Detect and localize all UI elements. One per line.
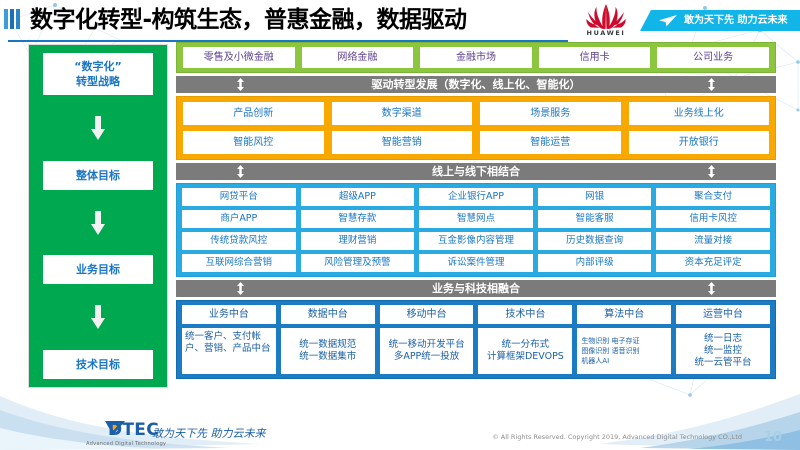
driver-item[interactable]: 智能运营 [480, 131, 621, 154]
double-arrow-icon [708, 165, 715, 178]
applications-row: 商户APP 智慧存款 智慧网点 智能客服 信用卡风控 [182, 210, 770, 228]
application-item[interactable]: 网贷平台 [182, 188, 296, 206]
huawei-wordmark: HUAWEI [586, 29, 626, 37]
platform-detail: 生物识别 电子存证 图像识别 语音识别 机器人AI [577, 328, 672, 374]
architecture-diagram: “数字化” 转型战略 整体目标 业务目标 技术目标 零售及小微金融 网络金融 金… [0, 42, 800, 400]
application-item[interactable]: 聚合支付 [656, 188, 770, 206]
driver-item[interactable]: 智能风控 [183, 131, 324, 154]
slide-header: 数字化转型-构筑生态，普惠金融，数据驱动 HUAWEI 敢为天下先 助力云未来 [0, 0, 800, 42]
application-item[interactable]: 历史数据查询 [537, 232, 652, 250]
platform-column: 数据中台 统一数据规范 统一数据集市 [280, 305, 375, 374]
platform-detail: 统一分布式 计算框架DEVOPS [478, 328, 573, 374]
application-item[interactable]: 智能客服 [537, 210, 652, 228]
double-arrow-icon [237, 78, 244, 91]
drivers-row: 智能风控 智能营销 智能运营 开放银行 [183, 131, 769, 154]
transformation-drivers-band: 产品创新 数字渠道 场景服务 业务线上化 智能风控 智能营销 智能运营 开放银行 [176, 96, 776, 160]
platform-column: 业务中台 统一客户、支付帐户、营销、产品中台 [182, 305, 276, 374]
application-item[interactable]: 信用卡风控 [656, 210, 770, 228]
slogan-text: 敢为天下先 助力云未来 [684, 15, 788, 26]
page-title: 数字化转型-构筑生态，普惠金融，数据驱动 [30, 7, 467, 33]
application-item[interactable]: 互联网综合营销 [182, 254, 296, 272]
strategy-item-2[interactable]: 业务目标 [43, 255, 153, 285]
connector-label: 线上与线下相结合 [432, 165, 520, 178]
title-underline [8, 40, 568, 42]
slogan-banner: 敢为天下先 助力云未来 [640, 10, 800, 31]
down-arrow-icon [91, 284, 105, 350]
footer-slogan: 敢为天下先 助力云未来 [152, 427, 266, 440]
driver-item[interactable]: 智能营销 [331, 131, 472, 154]
applications-row: 网贷平台 超级APP 企业银行APP 网银 聚合支付 [182, 188, 770, 206]
dtec-tagline: Advanced Digital Technology [86, 441, 167, 447]
application-item[interactable]: 流量对接 [656, 232, 770, 250]
driver-item[interactable]: 业务线上化 [628, 102, 769, 125]
platform-column: 移动中台 统一移动开发平台 多APP统一投放 [379, 305, 474, 374]
double-arrow-icon [708, 282, 715, 295]
driver-item[interactable]: 数字渠道 [331, 102, 472, 125]
platform-title[interactable]: 数据中台 [280, 305, 375, 324]
application-item[interactable]: 诉讼案件管理 [419, 254, 533, 272]
application-item[interactable]: 互金影像内容管理 [419, 232, 533, 250]
application-item[interactable]: 资本充足评定 [656, 254, 770, 272]
strategy-column: “数字化” 转型战略 整体目标 业务目标 技术目标 [28, 44, 168, 388]
strategy-item-1[interactable]: 整体目标 [43, 160, 153, 190]
application-item[interactable]: 理财营销 [300, 232, 415, 250]
huawei-logo: HUAWEI [578, 2, 634, 40]
application-item[interactable]: 网银 [537, 188, 652, 206]
platform-column: 运营中台 统一日志 统一监控 统一云管平台 [676, 305, 770, 374]
application-item[interactable]: 智慧存款 [300, 210, 415, 228]
driver-item[interactable]: 产品创新 [183, 102, 324, 125]
double-arrow-icon [237, 165, 244, 178]
platform-title[interactable]: 技术中台 [478, 305, 573, 324]
connector-bar-applications: 线上与线下相结合 [176, 163, 776, 180]
platforms-band: 业务中台 统一客户、支付帐户、营销、产品中台 数据中台 统一数据规范 统一数据集… [176, 300, 776, 379]
page-number: 10 [763, 430, 782, 445]
applications-row: 互联网综合营销 风险管理及预警 诉讼案件管理 内部评级 资本充足评定 [182, 254, 770, 272]
strategy-item-0[interactable]: “数字化” 转型战略 [43, 53, 153, 95]
driver-item[interactable]: 场景服务 [480, 102, 621, 125]
connector-bar-drivers: 驱动转型发展（数字化、线上化、智能化） [176, 76, 776, 93]
platform-detail: 统一移动开发平台 多APP统一投放 [379, 328, 474, 374]
business-line-item[interactable]: 网络金融 [301, 47, 414, 68]
double-arrow-icon [237, 282, 244, 295]
connector-label: 驱动转型发展（数字化、线上化、智能化） [371, 78, 581, 91]
business-line-item[interactable]: 金融市场 [420, 47, 532, 68]
platform-title[interactable]: 运营中台 [676, 305, 770, 324]
header-bars-decoration [4, 9, 26, 29]
drivers-row: 产品创新 数字渠道 场景服务 业务线上化 [183, 102, 769, 125]
application-item[interactable]: 商户APP [182, 210, 296, 228]
huawei-flower-icon [586, 4, 626, 29]
down-arrow-icon [91, 190, 105, 256]
applications-band: 网贷平台 超级APP 企业银行APP 网银 聚合支付 商户APP 智慧存款 智慧… [176, 183, 776, 277]
connector-label: 业务与科技相融合 [432, 282, 520, 295]
platform-detail: 统一数据规范 统一数据集市 [280, 328, 375, 374]
application-item[interactable]: 智慧网点 [419, 210, 533, 228]
business-line-item[interactable]: 信用卡 [538, 47, 651, 68]
business-line-item[interactable]: 零售及小微金融 [183, 47, 295, 68]
platform-column: 算法中台 生物识别 电子存证 图像识别 语音识别 机器人AI [577, 305, 672, 374]
bands-stack: 零售及小微金融 网络金融 金融市场 信用卡 公司业务 驱动转型发展（数字化、线上… [176, 42, 776, 379]
business-line-item[interactable]: 公司业务 [657, 47, 769, 68]
slide-footer: DTEC Advanced Digital Technology 敢为天下先 助… [0, 400, 800, 450]
platform-title[interactable]: 业务中台 [182, 305, 276, 324]
applications-row: 传统贷款风控 理财营销 互金影像内容管理 历史数据查询 流量对接 [182, 232, 770, 250]
copyright-text: © All Rights Reserved. Copyright 2019, A… [492, 433, 742, 441]
platform-title[interactable]: 移动中台 [379, 305, 474, 324]
application-item[interactable]: 内部评级 [537, 254, 652, 272]
platform-column: 技术中台 统一分布式 计算框架DEVOPS [478, 305, 573, 374]
application-item[interactable]: 传统贷款风控 [182, 232, 296, 250]
application-item[interactable]: 企业银行APP [419, 188, 533, 206]
platform-detail: 统一日志 统一监控 统一云管平台 [676, 328, 770, 374]
down-arrow-icon [91, 95, 105, 161]
application-item[interactable]: 风险管理及预警 [300, 254, 415, 272]
strategy-item-3[interactable]: 技术目标 [43, 350, 153, 380]
platform-detail: 统一客户、支付帐户、营销、产品中台 [182, 328, 276, 374]
business-lines-band: 零售及小微金融 网络金融 金融市场 信用卡 公司业务 [176, 42, 776, 73]
connector-bar-platforms: 业务与科技相融合 [176, 280, 776, 297]
double-arrow-icon [708, 78, 715, 91]
driver-item[interactable]: 开放银行 [628, 131, 769, 154]
application-item[interactable]: 超级APP [300, 188, 415, 206]
paper-plane-icon [659, 15, 677, 27]
platform-title[interactable]: 算法中台 [577, 305, 672, 324]
